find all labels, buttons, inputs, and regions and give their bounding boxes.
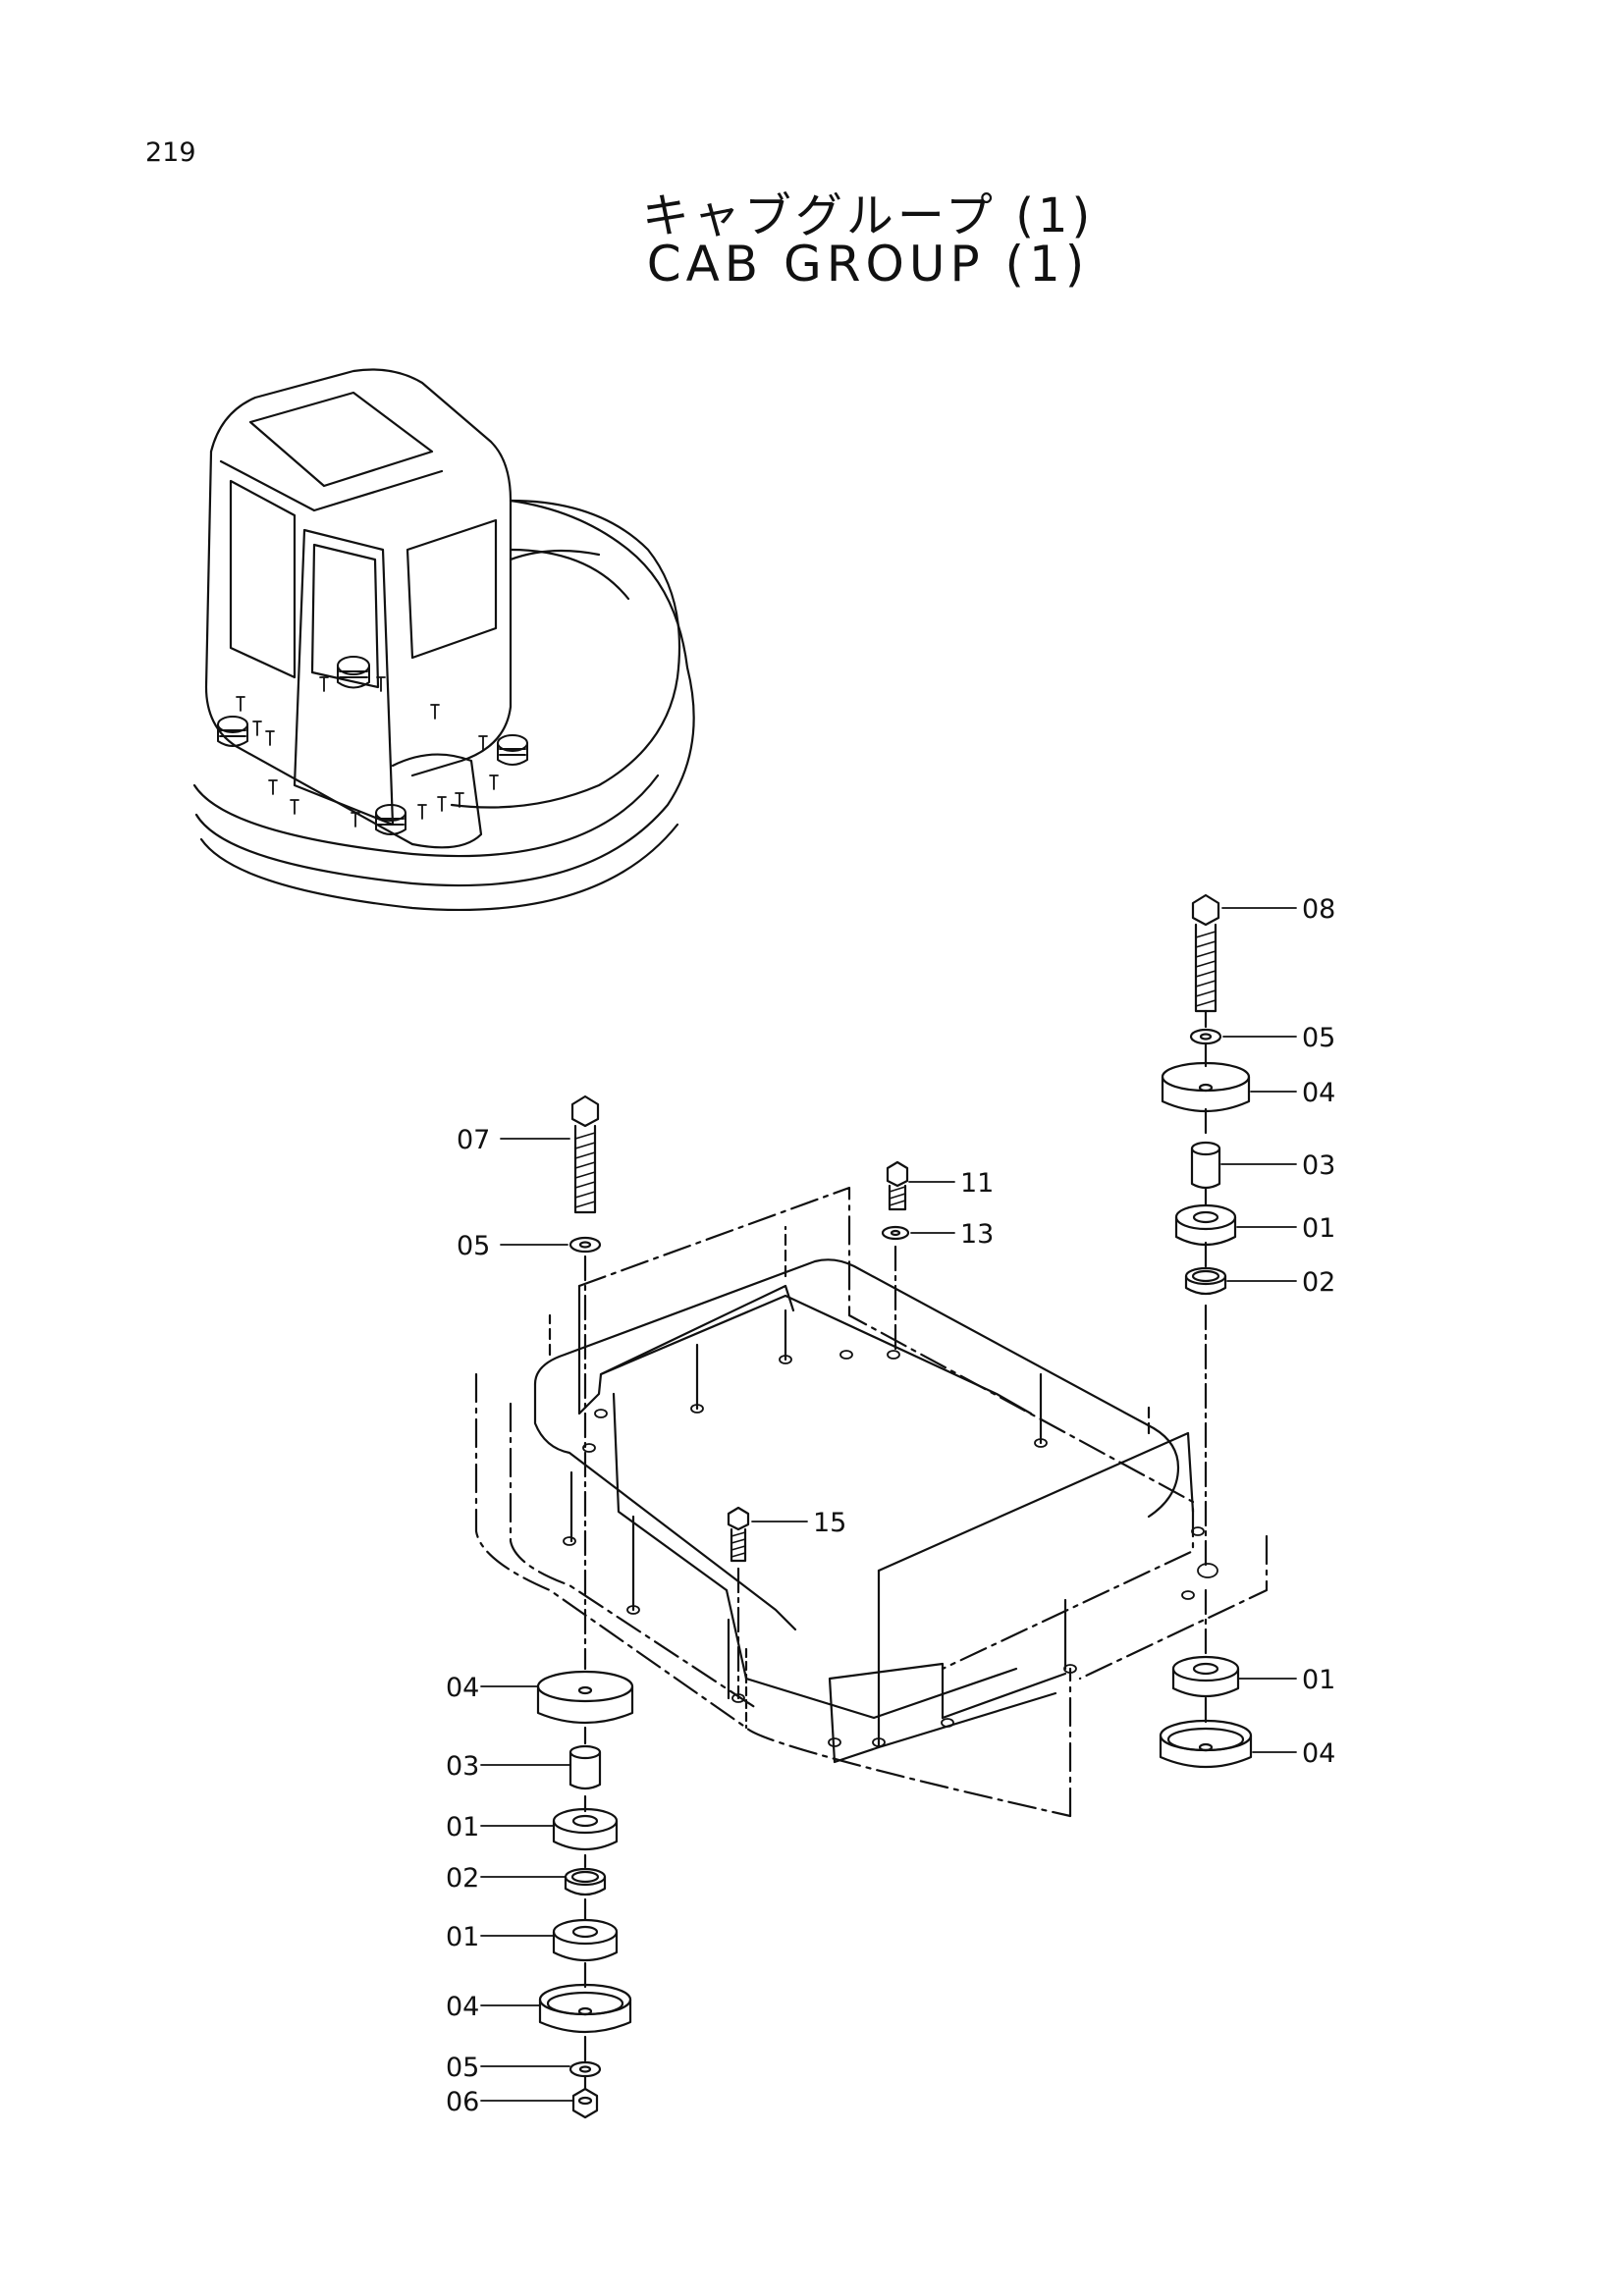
callout-01: 01 (1302, 1665, 1335, 1695)
center-bolt-group (881, 1160, 910, 1352)
callout-11: 11 (960, 1168, 994, 1199)
callout-06: 06 (446, 2087, 479, 2117)
bolt-15 (727, 1506, 750, 1700)
callout-01: 01 (446, 1922, 479, 1952)
callout-03: 03 (1302, 1150, 1335, 1181)
callout-15: 15 (813, 1508, 846, 1538)
callout-02: 02 (446, 1863, 479, 1894)
callout-05: 05 (1302, 1023, 1335, 1053)
callout-02: 02 (1302, 1267, 1335, 1298)
callout-13: 13 (960, 1219, 994, 1250)
callout-01: 01 (446, 1812, 479, 1842)
title-japanese: キャブグループ (1) (641, 188, 1095, 243)
floor-frame (474, 1186, 1269, 1818)
callout-04: 04 (1302, 1078, 1335, 1108)
callout-07: 07 (457, 1125, 490, 1155)
cab-overview-illustration (192, 368, 695, 912)
callout-04: 04 (446, 1673, 479, 1703)
leader-lines (480, 907, 1297, 2102)
page-number: 219 (145, 137, 196, 168)
right-mount-stack (1159, 893, 1253, 1769)
title-english: CAB GROUP (1) (646, 236, 1090, 293)
callout-04: 04 (446, 1992, 479, 2022)
callout-05: 05 (457, 1231, 490, 1261)
callout-03: 03 (446, 1751, 479, 1782)
callout-labels: 08 05 04 03 01 02 11 13 07 05 15 01 04 0… (446, 894, 1335, 2117)
callout-08: 08 (1302, 894, 1335, 925)
callout-04: 04 (1302, 1738, 1335, 1769)
callout-05: 05 (446, 2053, 479, 2083)
left-mount-stack (536, 1095, 634, 2119)
callout-01: 01 (1302, 1213, 1335, 1244)
